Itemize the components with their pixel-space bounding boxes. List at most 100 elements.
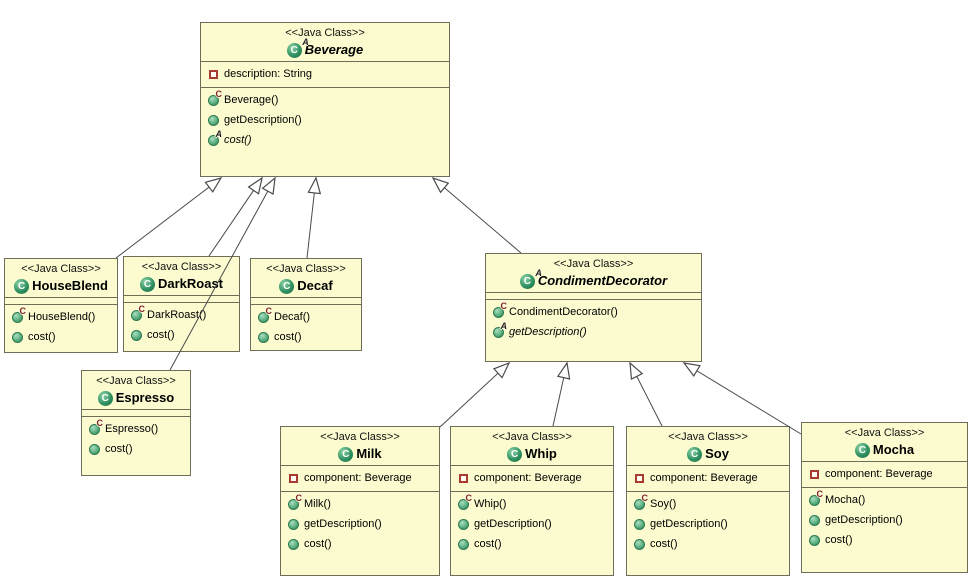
class-header: <<Java Class>> C Milk — [281, 427, 439, 465]
constructor-method-icon: C — [633, 493, 648, 511]
methods-compartment: C Mocha() getDescription() cost() — [802, 487, 967, 572]
method-row: C Mocha() — [802, 489, 967, 510]
method-row: cost() — [627, 534, 789, 554]
member-text: HouseBlend() — [28, 311, 96, 323]
class-header: <<Java Class>> C Soy — [627, 427, 789, 465]
method-row: C Espresso() — [82, 418, 190, 439]
attribute-row: description: String — [201, 64, 449, 84]
constructor-method-icon: C — [808, 489, 823, 507]
method-row: cost() — [124, 325, 239, 345]
attribute-row: component: Beverage — [451, 468, 613, 488]
member-text: getDescription() — [304, 518, 382, 530]
class-name: HouseBlend — [32, 278, 108, 293]
public-method-icon — [287, 519, 299, 531]
stereotype-label: <<Java Class>> — [668, 431, 748, 443]
class-box-milk[interactable]: <<Java Class>> C Milk component: Beverag… — [280, 426, 440, 576]
member-text: component: Beverage — [825, 468, 933, 480]
constructor-method-icon: C — [130, 304, 145, 322]
stereotype-label: <<Java Class>> — [21, 263, 101, 275]
generalization-arrow-decaf-to-beverage — [306, 176, 322, 259]
methods-compartment: C DarkRoast() cost() — [124, 302, 239, 351]
member-text: Soy() — [650, 498, 677, 510]
class-box-beverage[interactable]: <<Java Class>> C A Beverage description:… — [200, 22, 450, 177]
attributes-compartment: component: Beverage — [451, 465, 613, 491]
java-class-icon: C — [507, 446, 523, 462]
class-header: <<Java Class>> C A Beverage — [201, 23, 449, 61]
method-row: C Soy() — [627, 493, 789, 514]
constructor-method-icon: C — [492, 301, 507, 319]
method-row: C CondimentDecorator() — [486, 301, 701, 322]
attributes-compartment — [251, 297, 361, 304]
private-field-icon — [457, 473, 469, 485]
member-text: CondimentDecorator() — [509, 306, 618, 318]
member-text: component: Beverage — [304, 472, 412, 484]
constructor-method-icon: C — [207, 89, 222, 107]
member-text: getDescription() — [474, 518, 552, 530]
class-box-soy[interactable]: <<Java Class>> C Soy component: Beverage… — [626, 426, 790, 576]
class-header: <<Java Class>> C Whip — [451, 427, 613, 465]
stereotype-label: <<Java Class>> — [141, 261, 222, 273]
member-text: Decaf() — [274, 311, 311, 323]
attribute-row: component: Beverage — [627, 468, 789, 488]
method-row: cost() — [802, 530, 967, 550]
stereotype-label: <<Java Class>> — [553, 258, 634, 270]
member-text: cost() — [474, 538, 502, 550]
private-field-icon — [287, 473, 299, 485]
methods-compartment: C HouseBlend() cost() — [5, 304, 117, 352]
public-method-icon — [808, 515, 820, 527]
methods-compartment: C Beverage() getDescription() A cost() — [201, 87, 449, 176]
java-class-icon: C — [279, 278, 295, 294]
attribute-row: component: Beverage — [802, 464, 967, 484]
java-class-icon: C — [854, 442, 870, 458]
java-class-icon: C — [139, 276, 155, 292]
constructor-method-icon: C — [11, 306, 26, 324]
class-box-decaf[interactable]: <<Java Class>> C Decaf C Decaf() cost() — [250, 258, 362, 351]
class-box-houseblend[interactable]: <<Java Class>> C HouseBlend C HouseBlend… — [4, 258, 118, 353]
method-row: C Whip() — [451, 493, 613, 514]
class-name: Espresso — [115, 390, 175, 405]
member-text: DarkRoast() — [147, 309, 207, 321]
generalization-arrow-soy-to-condimentdecorator — [629, 361, 663, 427]
member-text: cost() — [825, 534, 853, 546]
public-method-icon — [457, 519, 469, 531]
class-box-espresso[interactable]: <<Java Class>> C Espresso C Espresso() c… — [81, 370, 191, 476]
member-text: getDescription() — [650, 518, 728, 530]
class-box-whip[interactable]: <<Java Class>> C Whip component: Beverag… — [450, 426, 614, 576]
generalization-arrow-houseblend-to-beverage — [115, 177, 223, 259]
member-text: Milk() — [304, 498, 331, 510]
attributes-compartment — [486, 292, 701, 299]
class-box-condimentdecorator[interactable]: <<Java Class>> C A CondimentDecorator C … — [485, 253, 702, 362]
public-method-icon — [88, 444, 100, 456]
stereotype-label: <<Java Class>> — [844, 427, 925, 439]
abstract-java-class-icon: C A — [519, 268, 542, 289]
method-row: C Milk() — [281, 493, 439, 514]
generalization-arrow-darkroast-to-beverage — [208, 176, 263, 257]
abstract-method-icon: A — [207, 129, 222, 147]
member-text: cost() — [304, 538, 332, 550]
method-row: C Beverage() — [201, 89, 449, 110]
method-row: C HouseBlend() — [5, 306, 117, 327]
generalization-arrow-milk-to-condimentdecorator — [439, 361, 511, 428]
method-row: A getDescription() — [486, 321, 701, 342]
class-name: Beverage — [304, 42, 364, 57]
private-field-icon — [808, 469, 820, 481]
constructor-method-icon: C — [257, 306, 272, 324]
attributes-compartment: component: Beverage — [802, 461, 967, 487]
methods-compartment: C Milk() getDescription() cost() — [281, 491, 439, 575]
member-text: component: Beverage — [474, 472, 582, 484]
member-text: cost() — [105, 443, 133, 455]
stereotype-label: <<Java Class>> — [320, 431, 400, 443]
attributes-compartment — [124, 295, 239, 302]
class-box-darkroast[interactable]: <<Java Class>> C DarkRoast C DarkRoast()… — [123, 256, 240, 352]
constructor-method-icon: C — [287, 493, 302, 511]
class-name: Decaf — [297, 278, 333, 293]
method-row: cost() — [5, 327, 117, 347]
generalization-arrow-condimentdecorator-to-beverage — [431, 176, 522, 254]
class-box-mocha[interactable]: <<Java Class>> C Mocha component: Bevera… — [801, 422, 968, 573]
member-text: Beverage() — [224, 94, 279, 106]
abstract-java-class-icon: C A — [286, 37, 309, 58]
class-header: <<Java Class>> C Espresso — [82, 371, 190, 409]
methods-compartment: C Decaf() cost() — [251, 304, 361, 350]
method-row: getDescription() — [802, 510, 967, 530]
